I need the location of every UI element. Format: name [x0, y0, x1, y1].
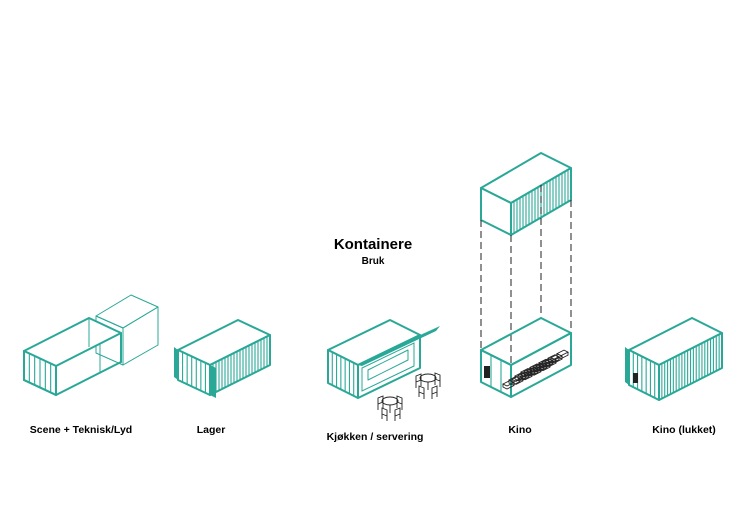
- seat: [537, 358, 552, 369]
- door-opening: [633, 373, 638, 383]
- label-kjokken: Kjøkken / servering: [327, 431, 424, 443]
- door-flap: [174, 347, 178, 380]
- container-lager: Lager: [174, 319, 271, 436]
- lifted-roof: [480, 152, 572, 236]
- door-flap: [625, 347, 629, 385]
- awning-edge: [358, 326, 440, 366]
- screen: [484, 366, 490, 378]
- seat: [528, 363, 543, 373]
- container-kino: Kino: [480, 152, 572, 436]
- seating-rows: [501, 349, 570, 390]
- table-group-1: [377, 395, 403, 421]
- door-flap: [210, 365, 216, 398]
- label-kino-lukket: Kino (lukket): [652, 424, 716, 436]
- label-kino: Kino: [508, 424, 531, 436]
- diagram-subtitle: Bruk: [362, 256, 385, 267]
- seat: [519, 367, 534, 378]
- label-lager: Lager: [197, 424, 226, 436]
- table-group-2: [415, 372, 441, 399]
- container-kjokken: Kjøkken / servering: [327, 319, 441, 443]
- diagram-title: Kontainere: [334, 236, 412, 253]
- container-kino-lukket: Kino (lukket): [625, 317, 723, 436]
- seat: [546, 354, 561, 364]
- seat: [555, 349, 570, 360]
- label-scene: Scene + Teknisk/Lyd: [30, 424, 132, 436]
- container-scene: Scene + Teknisk/Lyd: [23, 294, 159, 436]
